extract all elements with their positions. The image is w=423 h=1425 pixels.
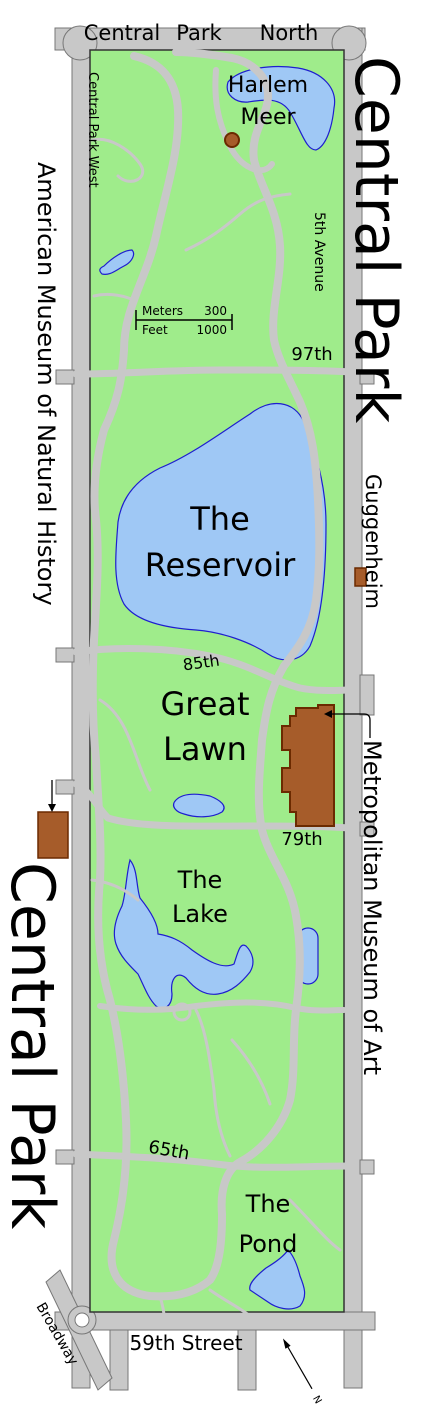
small-lake-north: [99, 249, 135, 275]
fifty-ninth-street-road: [54, 1311, 376, 1331]
great-lawn-label-1: Great: [160, 685, 249, 723]
reservoir-label-1: The: [189, 500, 250, 538]
scale-feet-label: Feet: [142, 323, 168, 337]
feature-labels: Harlem Meer The Reservoir Great Lawn The…: [145, 73, 308, 1258]
reservoir-label-2: Reservoir: [145, 546, 296, 584]
north-arrow-line: [285, 1343, 313, 1390]
transverse-97: [72, 366, 354, 378]
central-park-north-label-right: North: [260, 21, 319, 45]
bethesda-loop: [172, 1002, 192, 1022]
cross-street-85-east: [359, 674, 375, 716]
central-park-west-road: [71, 27, 91, 1389]
lake-label-2: Lake: [172, 900, 228, 928]
frederick-douglass-circle: [62, 25, 98, 61]
scale-bar: Meters 300 Feet 1000: [135, 304, 233, 337]
pond-label-2: Pond: [239, 1230, 298, 1258]
south-path: [158, 1294, 166, 1318]
dana-center-marker: [224, 132, 240, 148]
street-97-label: 97th: [291, 344, 332, 365]
park-roads: [72, 48, 354, 1318]
met-museum-building: [281, 704, 335, 827]
museum-labels: American Museum of Natural History Gugge…: [32, 162, 386, 1075]
great-lawn-label-2: Lawn: [163, 730, 247, 768]
scale-feet-value: 1000: [196, 323, 227, 337]
southern-avenue-stub-right: [237, 1329, 257, 1391]
met-pointer-line: [330, 713, 371, 738]
pond-label-1: The: [245, 1190, 291, 1218]
fifth-avenue-label: 5th Avenue: [311, 212, 327, 292]
park-titles: Central Park Central Park: [0, 56, 411, 1229]
harlem-meer-label-1: Harlem: [228, 73, 308, 98]
great-lawn-path: [98, 698, 152, 792]
central-park-west-label: Central Park West: [85, 72, 100, 188]
water-bodies: [99, 65, 336, 1310]
cross-street-79-east: [359, 821, 375, 837]
east-mall-path: [230, 1038, 272, 1106]
cross-street-97-west: [55, 369, 75, 385]
landmarks: [37, 132, 367, 859]
met-pointer-head: [324, 710, 332, 718]
north-arrow-label: N: [310, 1394, 323, 1406]
amnh-building: [37, 811, 69, 859]
southern-avenue-stub-left: [109, 1329, 129, 1391]
guggenheim-building: [354, 567, 367, 587]
harlem-meer-link: [212, 67, 275, 174]
pond-path: [208, 1288, 252, 1318]
central-park-north-label-mid: Park: [176, 21, 222, 45]
park-title-bottom: Central Park: [0, 862, 67, 1229]
north-arrow: N: [283, 1338, 323, 1406]
guggenheim-label: Guggenheim: [361, 474, 385, 609]
cross-street-65-east: [359, 1159, 375, 1175]
northeast-path: [184, 192, 292, 252]
cross-street-97-east: [359, 369, 375, 385]
lake-label-1: The: [177, 866, 223, 894]
street-85-label: 85th: [182, 651, 221, 675]
loop-connector-72: [97, 999, 347, 1014]
amnh-pointer-head: [48, 804, 56, 812]
northwest-path: [90, 137, 144, 183]
scale-meters-label: Meters: [142, 304, 183, 318]
turtle-pond: [172, 793, 225, 818]
cross-street-65-west: [55, 1149, 75, 1165]
harlem-meer-label-2: Meer: [240, 105, 296, 130]
cross-street-79-west: [55, 779, 75, 795]
amnh-label: American Museum of Natural History: [32, 162, 60, 606]
scale-meters-value: 300: [204, 304, 227, 318]
transverse-85: [72, 645, 354, 694]
north-arrow-head: [283, 1338, 291, 1349]
park-area: [89, 49, 345, 1313]
harlem-meer: [226, 65, 336, 151]
cross-street-85-west: [55, 647, 75, 663]
met-label: Metropolitan Museum of Art: [358, 740, 386, 1075]
mall-path: [194, 1008, 232, 1158]
columbus-circle-center: [74, 1312, 90, 1328]
the-pond: [249, 1249, 306, 1310]
fifty-ninth-street-label: 59th Street: [129, 1331, 242, 1355]
transverse-65: [72, 1150, 354, 1171]
street-79-label: 79th: [281, 829, 322, 850]
west-loop-path: [92, 292, 136, 302]
central-park-north-label-left: Central: [84, 21, 160, 45]
southeast-path: [288, 1198, 342, 1252]
park-title-top: Central Park: [341, 56, 411, 423]
ramble-path: [90, 878, 140, 902]
callout-arrows: [48, 710, 371, 812]
the-lake: [113, 858, 254, 1009]
